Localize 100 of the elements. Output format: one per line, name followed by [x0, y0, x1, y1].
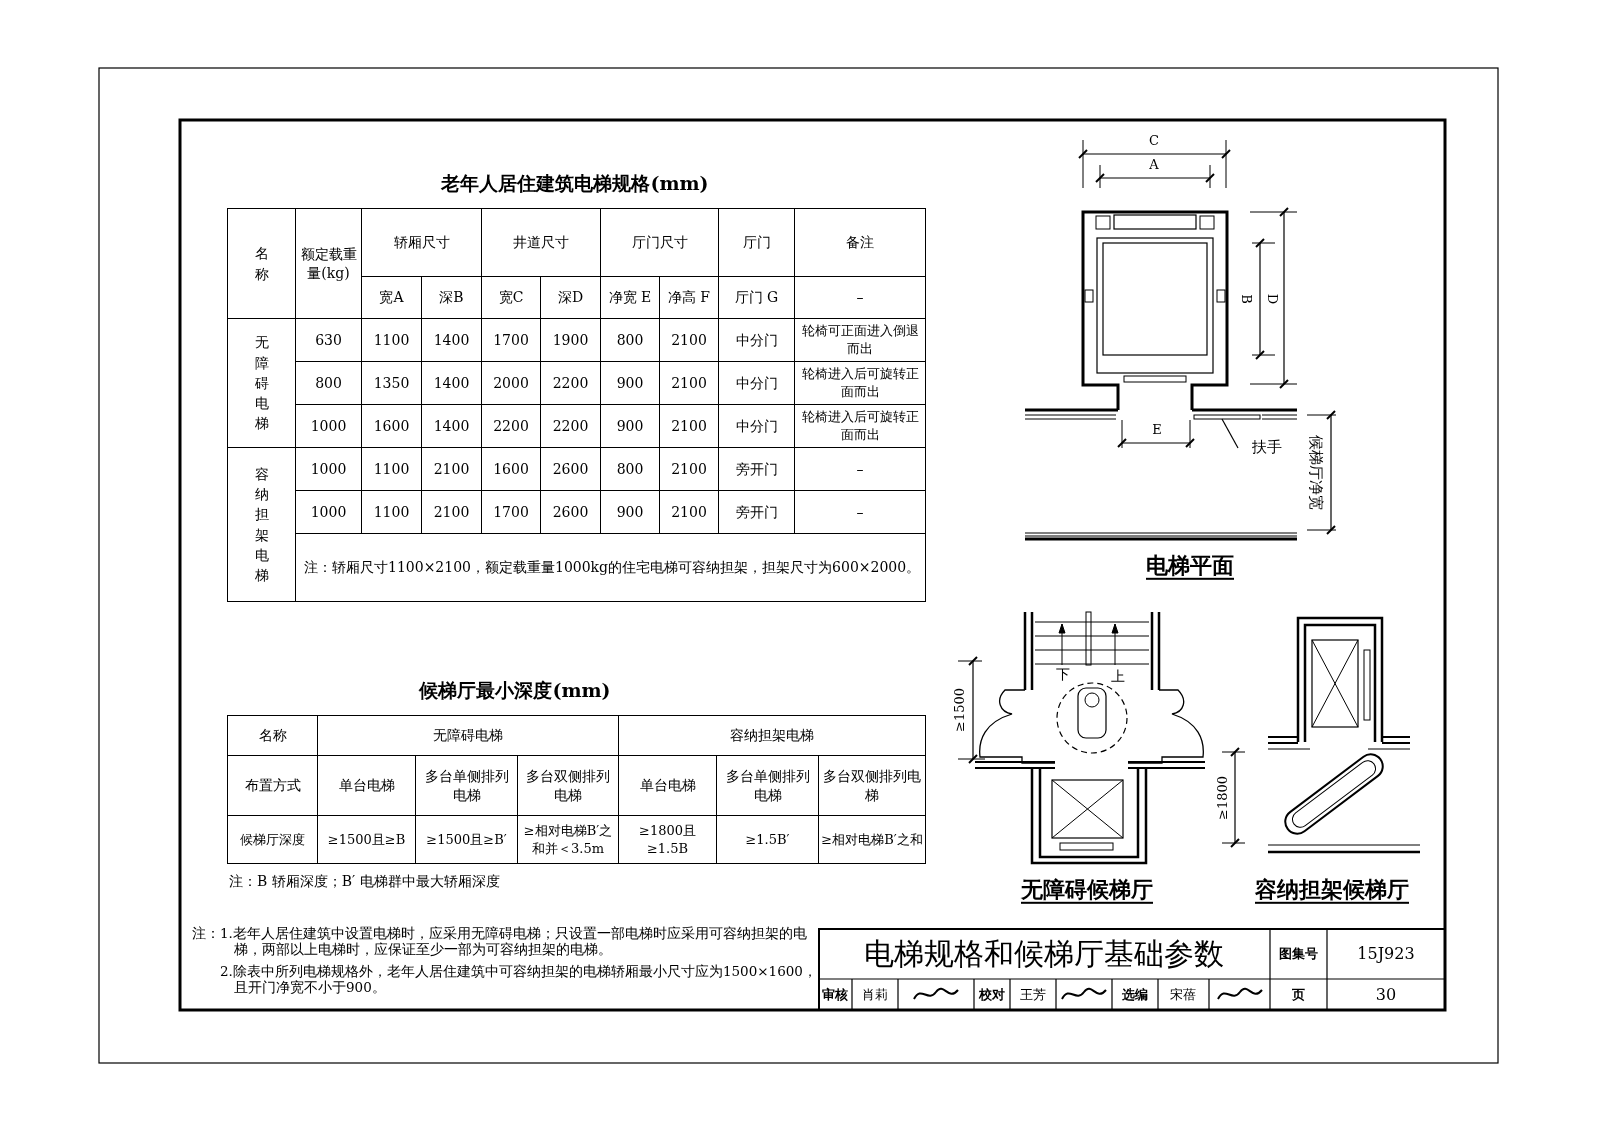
table-cell: 1600: [481, 447, 541, 491]
table-cell: 1900: [540, 318, 601, 362]
table-cell: 900: [600, 361, 660, 405]
dimension-label: ≥1800: [1215, 776, 1231, 820]
row-heading: 无障碍电梯: [253, 333, 270, 434]
dimension-label: 候梯厅净宽: [1307, 434, 1325, 510]
table-cell: 2100: [421, 490, 482, 534]
table-cell: 2200: [540, 404, 601, 448]
header-cell: 单台电梯: [317, 755, 416, 816]
table-cell: ≥相对电梯B′之和并＜3.5m: [517, 815, 619, 864]
table-cell: 1700: [481, 318, 541, 362]
header-cell: 布置方式: [227, 755, 318, 816]
table-cell: 2200: [481, 404, 541, 448]
drawing-title: 无障碍候梯厅: [1021, 875, 1153, 905]
drawing-title: 容纳担架候梯厅: [1255, 875, 1409, 905]
table-cell: 2600: [540, 447, 601, 491]
header-cell: 多台单侧排列电梯: [415, 755, 518, 816]
table-cell: 1100: [361, 490, 422, 534]
table-cell: 2600: [540, 490, 601, 534]
table-title: 候梯厅最小深度(mm): [419, 678, 611, 702]
part-label: 扶手: [1238, 438, 1286, 458]
table-cell: 1000: [295, 404, 362, 448]
header-cell: 单台电梯: [618, 755, 717, 816]
field-label: 选编: [1122, 987, 1148, 1003]
header-cell: –: [794, 276, 926, 319]
table-cell: –: [794, 490, 926, 534]
header-cell: 名称: [227, 715, 318, 756]
table-cell: 1400: [421, 361, 482, 405]
table-cell: 1400: [421, 318, 482, 362]
table-cell: 2100: [659, 404, 719, 448]
table-cell: ≥1500且≥B: [317, 815, 416, 864]
header-cell: 厅门尺寸: [600, 208, 719, 277]
header-cell: 深B: [421, 276, 482, 319]
table-cell: 1000: [295, 447, 362, 491]
table-cell: 900: [600, 404, 660, 448]
row-heading: 容纳担架电梯: [253, 464, 270, 586]
header-cell: 净宽 E: [600, 276, 660, 319]
dimension-label: D: [1264, 293, 1280, 305]
table-cell: 1100: [361, 447, 422, 491]
table-title: 老年人居住建筑电梯规格(mm): [441, 171, 709, 195]
field-value: 王芳: [1020, 987, 1046, 1003]
field-label: 图集号: [1278, 946, 1318, 962]
header-cell: 深D: [540, 276, 601, 319]
note-text: 1.老年人居住建筑中设置电梯时，应采用无障碍电梯；只设置一部电梯时应采用可容纳担架的电梯，两部以上电梯时，应保证至少一部为可容纳担架的电梯。: [220, 925, 808, 958]
leader-line: [1221, 418, 1239, 449]
table-cell: ≥1.5B′: [716, 815, 819, 864]
table-cell: 旁开门: [718, 447, 795, 491]
dimension-label: C: [1149, 133, 1159, 149]
table-cell: 800: [600, 447, 660, 491]
header-cell: 多台双侧排列电梯: [818, 755, 926, 816]
table-cell: 轮椅可正面进入倒退而出: [794, 318, 926, 362]
table-cell: 轮椅进入后可旋转正面而出: [794, 404, 926, 448]
table-cell: 中分门: [718, 318, 795, 362]
table-cell: 2000: [481, 361, 541, 405]
table-cell: 800: [600, 318, 660, 362]
field-value: 宋蓓: [1170, 987, 1196, 1003]
table-cell: 900: [600, 490, 660, 534]
table-cell: 2100: [421, 447, 482, 491]
table-cell: 1600: [361, 404, 422, 448]
header-cell: 容纳担架电梯: [618, 715, 926, 756]
field-label: 审核: [822, 987, 848, 1003]
table-cell: ≥1800且≥1.5B: [618, 815, 717, 864]
table-cell: 1700: [481, 490, 541, 534]
table-cell: 1350: [361, 361, 422, 405]
table-cell: 1400: [421, 404, 482, 448]
table-cell: 轮椅进入后可旋转正面而出: [794, 361, 926, 405]
table-cell: ≥1500且≥B′: [415, 815, 518, 864]
header-cell: 无障碍电梯: [317, 715, 619, 756]
table-cell: 2100: [659, 318, 719, 362]
drawing-title: 电梯平面: [1146, 551, 1234, 581]
page-number: 30: [1375, 985, 1397, 1005]
table-cell: 1100: [361, 318, 422, 362]
table-cell: 2100: [659, 490, 719, 534]
header-cell: 宽A: [361, 276, 422, 319]
handrail: [1193, 414, 1261, 420]
header-cell: 多台单侧排列电梯: [716, 755, 819, 816]
field-label: 页: [1291, 987, 1305, 1003]
table-cell: 1000: [295, 490, 362, 534]
header-cell: 净高 F: [659, 276, 719, 319]
sheet-title: 电梯规格和候梯厅基础参数: [864, 936, 1224, 972]
header-cell: 轿厢尺寸: [361, 208, 482, 277]
table-cell: 2100: [659, 361, 719, 405]
table-note: 注：B 轿厢深度；B′ 电梯群中最大轿厢深度: [229, 873, 500, 890]
field-value: 肖莉: [862, 987, 888, 1003]
table-cell: 630: [295, 318, 362, 362]
field-label: 校对: [979, 987, 1005, 1003]
note-cell: 注：轿厢尺寸1100×2100，额定载重量1000kg的住宅电梯可容纳担架，担架尺寸为600×2000。: [295, 533, 926, 602]
note-heading: 注：: [192, 925, 220, 942]
table-cell: 候梯厅深度: [227, 815, 318, 864]
direction-label: 上: [1111, 667, 1125, 685]
table-cell: ≥相对电梯B′之和: [818, 815, 926, 864]
sheet-number: 15J923: [1357, 944, 1415, 964]
note-text: 2.除表中所列电梯规格外，老年人居住建筑中可容纳担架的电梯轿厢最小尺寸应为1500×1600，且开门净宽不小于900。: [220, 963, 818, 996]
table-cell: –: [794, 447, 926, 491]
header-cell: 额定载重量(kg): [295, 208, 362, 319]
table-cell: 2100: [659, 447, 719, 491]
header-cell: 井道尺寸: [481, 208, 601, 277]
dimension-label: ≥1500: [952, 688, 968, 732]
header-cell: 备注: [794, 208, 926, 277]
table-cell: 2200: [540, 361, 601, 405]
